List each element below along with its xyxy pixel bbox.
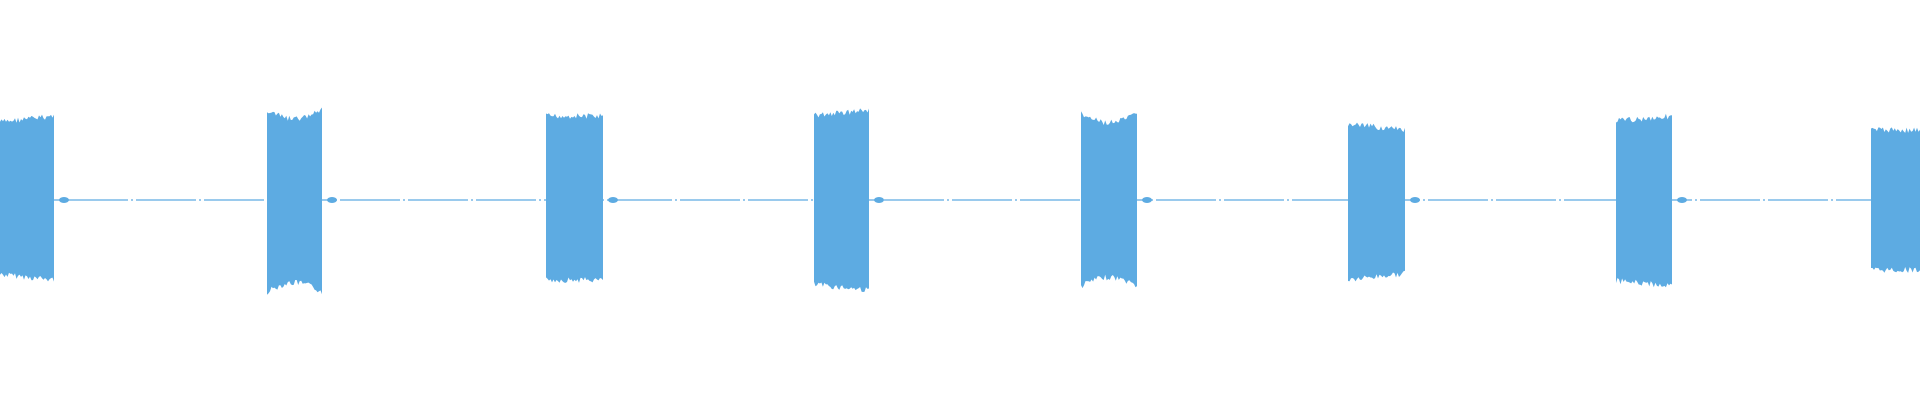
waveform-burst-8 xyxy=(1871,127,1920,273)
waveform-burst-2 xyxy=(267,107,322,295)
waveform-burst-4 xyxy=(814,108,869,293)
waveform-tail-7 xyxy=(1677,197,1687,203)
waveform-burst-1 xyxy=(0,114,54,282)
waveform-tail-2 xyxy=(327,197,337,203)
waveform-tail-5 xyxy=(1142,197,1152,203)
waveform-burst-3 xyxy=(546,113,603,283)
waveform-burst-6 xyxy=(1348,122,1405,282)
waveform-burst-5 xyxy=(1081,111,1137,289)
waveform-burst-7 xyxy=(1616,113,1672,288)
waveform-tail-3 xyxy=(608,197,618,203)
waveform-tail-6 xyxy=(1410,197,1420,203)
waveform-tail-4 xyxy=(874,197,884,203)
waveform-tail-1 xyxy=(59,197,69,203)
